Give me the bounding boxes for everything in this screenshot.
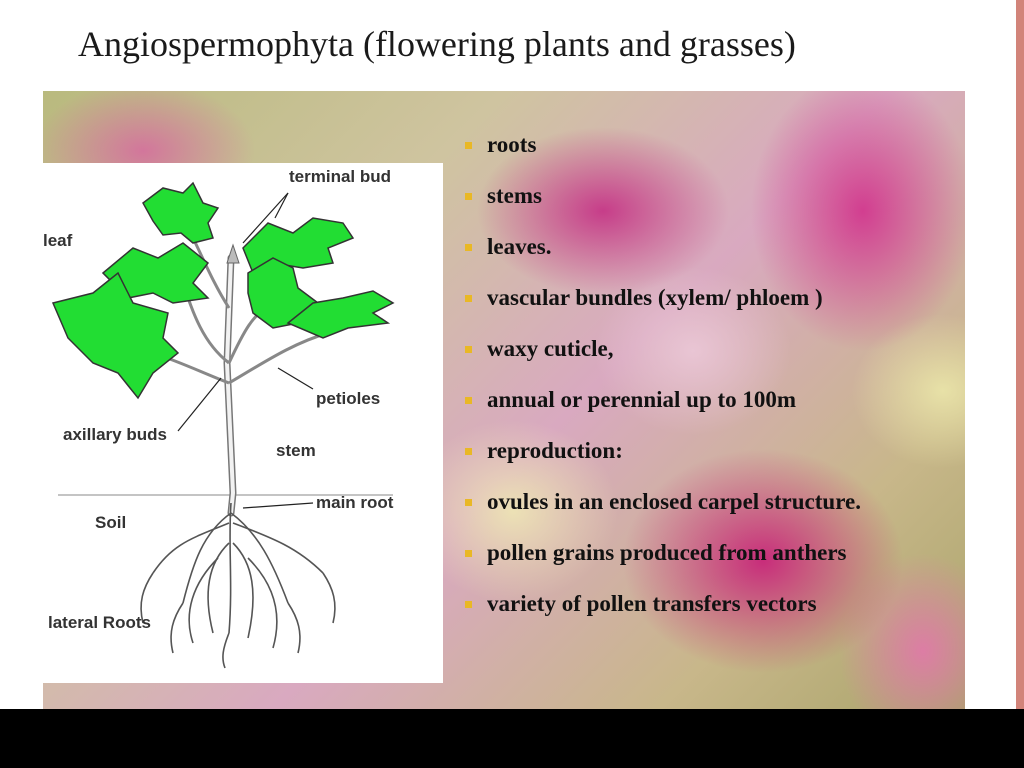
label-leaf: leaf: [43, 231, 73, 250]
pointer-main-root: [242, 502, 314, 509]
bullet-marker-icon: [465, 295, 472, 302]
pointer-terminal-bud: [242, 192, 289, 244]
pointer-petioles: [277, 367, 314, 390]
bullet-marker-icon: [465, 499, 472, 506]
bullet-marker-icon: [465, 448, 472, 455]
root-system: [140, 502, 336, 669]
label-terminal-bud: terminal bud: [289, 167, 392, 186]
bullet-marker-icon: [465, 601, 472, 608]
orchid-background-photo: leaf terminal bud petioles axillary buds…: [43, 91, 965, 710]
bullet-item: variety of pollen transfers vectors: [459, 587, 939, 621]
branch-top-left: [191, 237, 231, 309]
bullet-item: ovules in an enclosed carpel structure.: [459, 485, 939, 519]
bullet-item: pollen grains produced from anthers: [459, 536, 939, 570]
leaf-mid-left: [101, 242, 210, 304]
leaf-top-left: [142, 181, 220, 244]
label-soil: Soil: [95, 513, 127, 532]
label-main-root: main root: [316, 493, 394, 512]
bullet-item: reproduction:: [459, 434, 939, 468]
bullet-list: roots stems leaves. vascular bundles (xy…: [459, 128, 939, 638]
leaf-lower-left: [51, 271, 180, 400]
bullet-item: waxy cuticle,: [459, 332, 939, 366]
label-lateral-roots: lateral Roots: [48, 613, 151, 632]
bullet-item: leaves.: [459, 230, 939, 264]
bottom-black-bar: [0, 709, 1024, 768]
terminal-bud-shape: [226, 243, 240, 264]
bullet-item: roots: [459, 128, 939, 162]
bullet-marker-icon: [465, 550, 472, 557]
slide-title: Angiospermophyta (flowering plants and g…: [78, 24, 796, 64]
bullet-marker-icon: [465, 142, 472, 149]
bullet-item: stems: [459, 179, 939, 213]
bullet-marker-icon: [465, 346, 472, 353]
bullet-marker-icon: [465, 244, 472, 251]
bullet-item: vascular bundles (xylem/ phloem ): [459, 281, 939, 315]
accent-strip: [1016, 0, 1024, 710]
leaf-upper-right: [242, 217, 355, 275]
bullet-marker-icon: [465, 193, 472, 200]
label-axillary-buds: axillary buds: [63, 425, 167, 444]
plant-diagram: leaf terminal bud petioles axillary buds…: [43, 163, 443, 683]
pointer-axillary-buds: [177, 377, 222, 432]
label-petioles: petioles: [316, 389, 381, 408]
leaf-lower-right: [286, 290, 395, 339]
plant-illustration: [51, 181, 395, 669]
label-stem: stem: [276, 441, 316, 460]
branch-lower-right: [228, 331, 329, 385]
bullet-item: annual or perennial up to 100m: [459, 383, 939, 417]
bullet-marker-icon: [465, 397, 472, 404]
